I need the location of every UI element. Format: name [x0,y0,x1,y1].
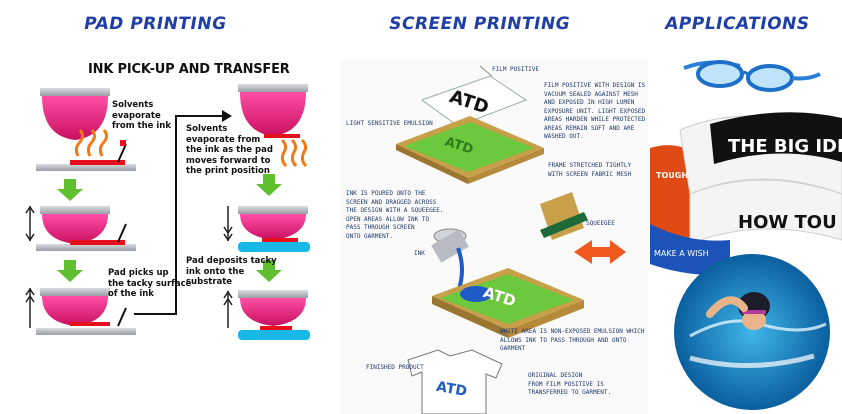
pad-step2-illustration [238,84,308,168]
squeegee-label: SQUEEGEE [586,220,615,227]
pad-step3-text: Pad picks up the tacky surface of the in… [108,268,192,299]
pad-step1-text: Solvents evaporate from the ink [112,100,172,131]
wristbands-image: THE BIG IDEA HOW TOU MAKE A WISH TOUGH [650,112,842,275]
exposure-frame-illustration: ATD [396,116,544,184]
svg-text:ATD: ATD [435,379,468,400]
finished-product-label: FINISHED PRODUCT [366,364,424,371]
film-positive-illustration: ATD [420,65,528,127]
print-frame-illustration: ATD [432,268,584,338]
pad-printing-diagram: INK PICK-UP AND TRANSFER [0,56,320,346]
goggles-image [683,60,821,92]
ink-label: INK [414,250,425,257]
emulsion-label: LIGHT SENSITIVE EMULSION [346,120,433,127]
pad-step1-illustration [36,88,136,171]
screen-printing-diagram: ATD ATD [340,60,648,414]
motion-arrow [574,240,626,264]
band-how-text: HOW TOU [738,212,837,233]
squeegee-illustration [540,192,588,240]
pad-step3b-illustration [25,287,136,335]
film-positive-label: FILM POSITIVE [492,66,539,73]
pad-step3-illustration [25,205,136,251]
screen-illustration: ATD ATD [396,65,626,414]
swimmer-photo [674,254,830,410]
tshirt-illustration: ATD [407,349,503,414]
film-description: FILM POSITIVE WITH DESIGN IS VACUUM SEAL… [544,82,646,140]
white-area-text: WHITE AREA IS NON-EXPOSED EMULSION WHICH… [500,328,645,352]
ink-poured-text: INK IS POURED ONTO THE SCREEN AND DRAGGE… [346,190,444,240]
pad-step4-illustration [223,206,310,252]
pad-step2-text: Solvents evaporate from the ink as the p… [186,124,273,176]
band-wish-text: MAKE A WISH [654,249,709,258]
pad-heading: INK PICK-UP AND TRANSFER [88,62,290,77]
pad-step4b-illustration [223,290,310,340]
pad-printing-title: PAD PRINTING [82,14,229,34]
pad-step4-text: Pad deposits tacky ink onto the substrat… [186,256,277,287]
original-design-text: ORIGINAL DESIGN FROM FILM POSITIVE IS TR… [528,372,612,396]
applications-illustration: THE BIG IDEA HOW TOU MAKE A WISH TOUGH [650,60,842,410]
band-tough-text: TOUGH [656,171,688,180]
frame-label: FRAME STRETCHED TIGHTLY WITH SCREEN FABR… [548,162,632,178]
applications-title: APPLICATIONS [663,14,812,34]
band-big-idea-text: THE BIG IDEA [728,136,842,157]
screen-printing-title: SCREEN PRINTING [387,14,572,34]
applications-gallery: THE BIG IDEA HOW TOU MAKE A WISH TOUGH [650,44,842,414]
pad-illustration [25,84,310,340]
